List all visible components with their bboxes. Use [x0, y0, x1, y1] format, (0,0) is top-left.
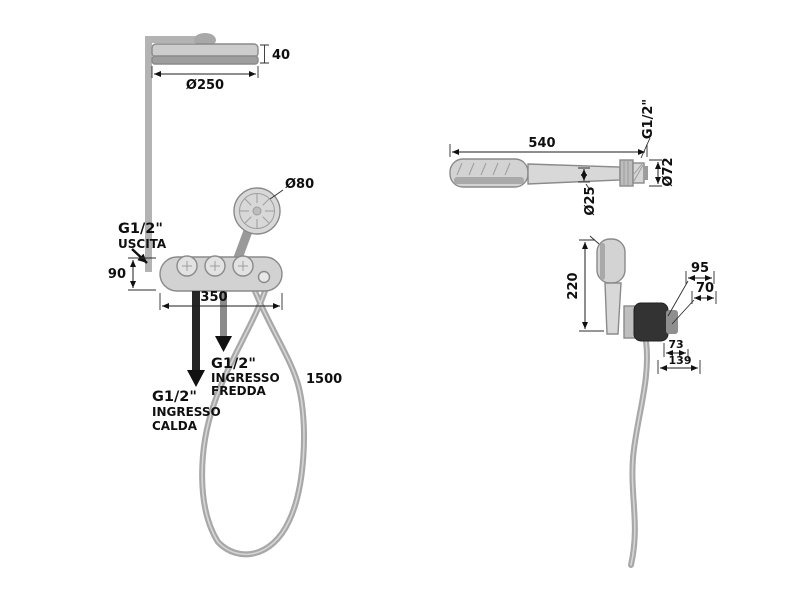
label-handshower-diameter: Ø80 — [285, 177, 314, 192]
mixer-knob-1 — [176, 255, 198, 277]
side-view: 540 G1/2" Ø72 Ø25 — [449, 99, 717, 568]
label-hose-length: 1500 — [306, 372, 342, 387]
shower-hose — [199, 259, 307, 558]
side-hose — [628, 338, 650, 568]
hand-shower-on-bracket — [589, 235, 678, 342]
hand-shower-handle — [233, 226, 253, 263]
cold-inlet-arrow — [215, 336, 232, 352]
connector-nut — [619, 159, 634, 187]
dim-connector-diameter: Ø72 — [649, 157, 676, 187]
hot-inlet-arrow — [187, 370, 205, 387]
label-hot-thread: G1/2" — [152, 389, 197, 405]
label-holder-height: 220 — [566, 272, 581, 299]
label-head-diameter: Ø250 — [186, 78, 224, 93]
label-cold-line2: FREDDA — [211, 384, 267, 398]
outlet-callout: G1/2" USCITA — [118, 221, 167, 264]
mixer-knob-3 — [232, 255, 254, 277]
label-connection-thread: G1/2" — [641, 99, 656, 139]
dim-handshower-diameter: Ø80 — [269, 177, 314, 200]
wall-valve-stem — [666, 310, 678, 334]
label-dim-70: 70 — [696, 281, 714, 296]
spray-face — [454, 177, 524, 184]
dim-139: 139 — [657, 354, 701, 374]
label-cold-line1: INGRESSO — [211, 371, 280, 385]
hand-shower-side-profile — [449, 158, 648, 188]
label-dim-95: 95 — [691, 261, 709, 276]
label-head-thickness: 40 — [272, 48, 290, 63]
label-outlet-name: USCITA — [118, 237, 167, 251]
mixer-knob-2 — [204, 255, 226, 277]
label-body-width: 350 — [200, 290, 227, 305]
dim-body-width: 350 — [159, 290, 283, 310]
outlet-arrow — [131, 248, 148, 264]
dim-95: 95 — [667, 261, 715, 317]
label-body-height: 90 — [108, 267, 126, 282]
dim-head-diameter: Ø250 — [151, 66, 259, 93]
label-handle-diameter: Ø25 — [583, 186, 598, 215]
label-dim-139: 139 — [669, 354, 692, 367]
label-handshower-length: 540 — [528, 136, 555, 151]
label-hot-line2: CALDA — [152, 419, 198, 433]
hot-inlet-pipe — [187, 291, 205, 387]
connector-end — [644, 166, 648, 180]
hanging-handle — [604, 282, 622, 335]
cold-inlet-labels: G1/2" INGRESSO FREDDA — [211, 356, 280, 398]
dim-connection-thread: G1/2" — [640, 99, 656, 159]
label-cold-thread: G1/2" — [211, 356, 256, 372]
dim-73: 73 — [663, 338, 689, 359]
overhead-shower-head — [151, 43, 259, 65]
hose-outlet — [257, 270, 271, 284]
dim-handle-diameter: Ø25 — [578, 167, 598, 216]
label-hot-line1: INGRESSO — [152, 405, 221, 419]
front-view: 40 Ø250 G1/2" USCITA 90 350 Ø — [108, 33, 342, 558]
wall-valve-body — [633, 302, 669, 342]
hot-inlet-labels: G1/2" INGRESSO CALDA — [152, 389, 221, 433]
label-outlet-thread: G1/2" — [118, 221, 163, 237]
label-dim-73: 73 — [668, 338, 683, 351]
dim-70: 70 — [671, 281, 717, 325]
dim-handshower-length: 540 — [449, 136, 648, 157]
hand-shower-head — [233, 187, 281, 235]
label-connector-diameter: Ø72 — [661, 157, 676, 186]
dim-body-height: 90 — [108, 257, 156, 291]
cold-inlet-pipe — [215, 291, 232, 352]
hand-shower-side-handle — [527, 163, 621, 185]
dim-head-thickness: 40 — [260, 44, 290, 64]
dim-holder-height: 220 — [566, 239, 604, 332]
